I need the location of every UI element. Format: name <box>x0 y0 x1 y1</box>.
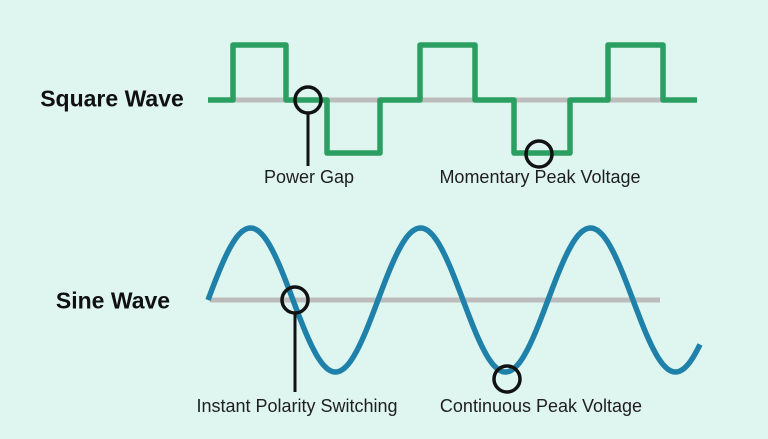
instant-polarity-switching-label: Instant Polarity Switching <box>196 396 398 416</box>
power-gap-circle <box>293 85 323 115</box>
square-wave-path <box>208 42 697 156</box>
instant-polarity-switching-circle <box>280 285 310 315</box>
square-wave-title: Square Wave <box>40 85 184 112</box>
power-gap-label: Power Gap <box>263 167 355 187</box>
continuous-peak-voltage-label: Continuous Peak Voltage <box>439 396 643 416</box>
continuous-peak-voltage-circle <box>492 364 522 394</box>
momentary-peak-voltage-label: Momentary Peak Voltage <box>439 167 641 187</box>
sine-wave-title: Sine Wave <box>55 287 171 314</box>
momentary-peak-voltage-circle <box>524 139 554 169</box>
sine-wave-path <box>205 225 703 375</box>
